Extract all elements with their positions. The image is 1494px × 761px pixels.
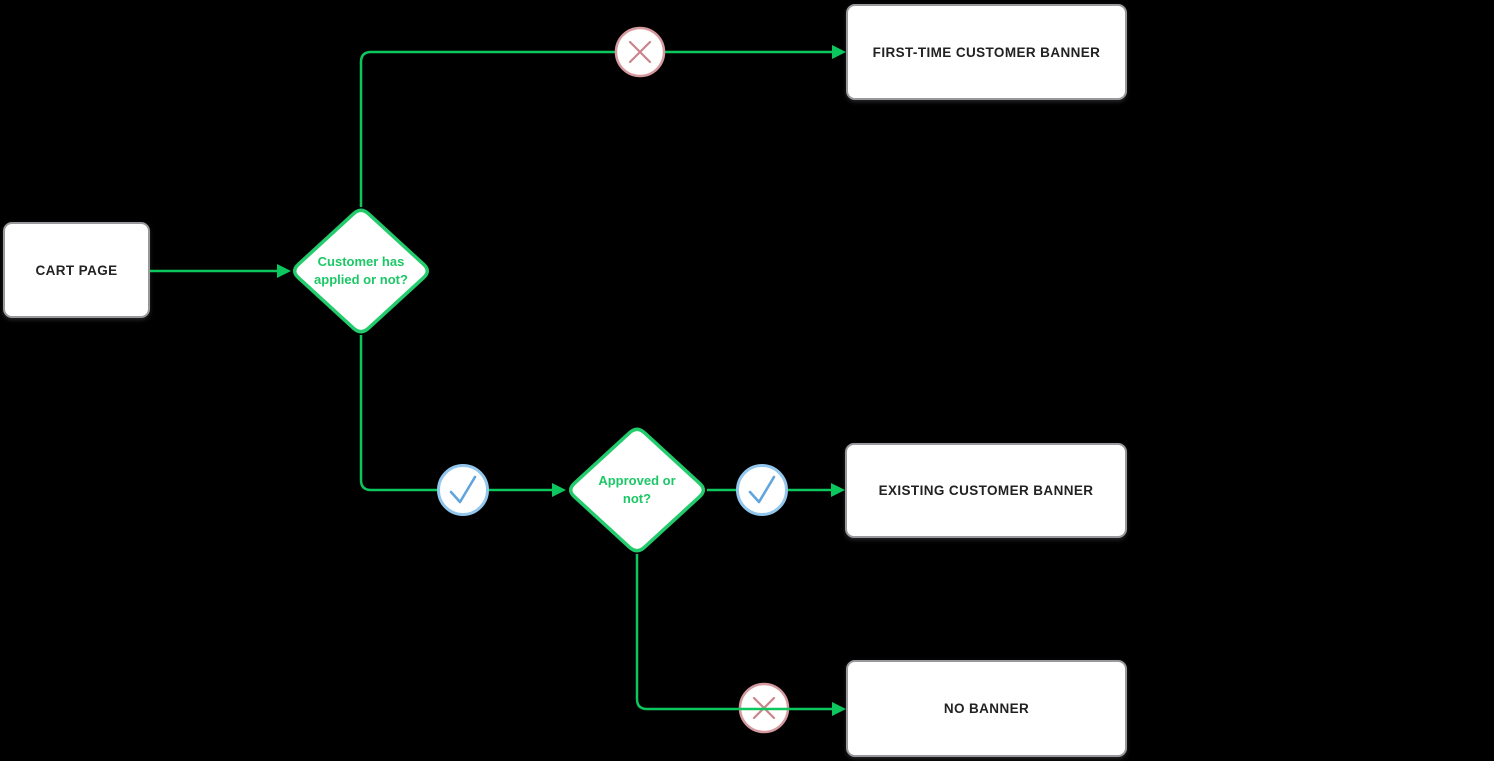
node-cart-page[interactable]: CART PAGE bbox=[3, 222, 150, 318]
arrowhead bbox=[832, 702, 846, 716]
check-icon bbox=[748, 475, 776, 504]
node-first-time-customer-banner[interactable]: FIRST-TIME CUSTOMER BANNER bbox=[846, 4, 1127, 100]
arrowhead bbox=[831, 483, 845, 497]
connector-cart-to-decision1[interactable] bbox=[150, 264, 291, 278]
check-icon bbox=[449, 475, 477, 504]
node-label: CART PAGE bbox=[35, 262, 118, 278]
edge-marker-yes-right[interactable] bbox=[736, 464, 788, 516]
node-existing-customer-banner[interactable]: EXISTING CUSTOMER BANNER bbox=[845, 443, 1127, 538]
connector-decision1-to-decision2[interactable] bbox=[359, 335, 566, 497]
node-no-banner[interactable]: NO BANNER bbox=[846, 660, 1127, 757]
arrowhead bbox=[832, 45, 846, 59]
node-label: FIRST-TIME CUSTOMER BANNER bbox=[872, 44, 1101, 60]
decision-label-customer-applied: Customer has applied or not? bbox=[314, 254, 408, 287]
yes-marker-circle[interactable] bbox=[736, 464, 788, 516]
arrowhead bbox=[277, 264, 291, 278]
edge-marker-yes-left[interactable] bbox=[437, 464, 489, 516]
decision-label-approved: Approved or not? bbox=[598, 473, 676, 506]
node-label: EXISTING CUSTOMER BANNER bbox=[878, 483, 1094, 498]
x-icon bbox=[628, 40, 652, 64]
decision-approved[interactable] bbox=[568, 427, 706, 553]
connector-decision2-to-nobanner[interactable] bbox=[635, 554, 846, 716]
arrowhead bbox=[552, 483, 566, 497]
edge-marker-no-top[interactable] bbox=[614, 26, 666, 78]
yes-marker-circle[interactable] bbox=[437, 464, 489, 516]
node-label: NO BANNER bbox=[943, 701, 1030, 716]
decision-customer-applied[interactable] bbox=[292, 208, 430, 334]
connector-decision1-to-firsttime[interactable] bbox=[359, 45, 846, 207]
